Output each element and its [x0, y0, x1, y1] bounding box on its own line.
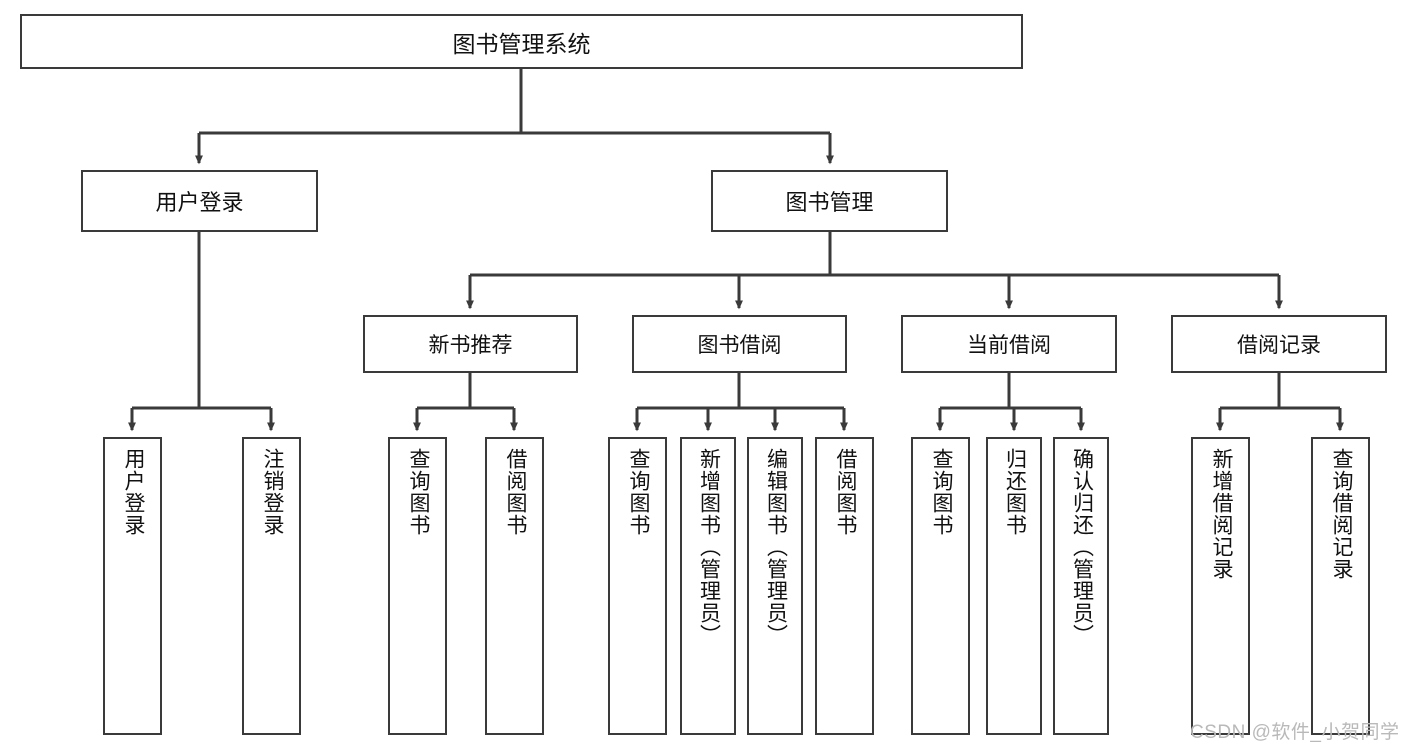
node-leaf-user-logout[interactable]: 注销登录 — [242, 437, 301, 735]
node-leaf-edit-book-label: 编辑图书（管理员） — [764, 448, 788, 646]
node-book-borrow[interactable]: 图书借阅 — [632, 315, 847, 373]
node-root-label: 图书管理系统 — [452, 30, 591, 57]
node-current-borrow-label: 当前借阅 — [967, 334, 1051, 357]
node-leaf-query-book-2-label: 查询图书 — [626, 448, 650, 536]
node-leaf-borrow-book-1-label: 借阅图书 — [503, 448, 527, 536]
node-current-borrow[interactable]: 当前借阅 — [901, 315, 1117, 373]
node-new-book-recommend-label: 新书推荐 — [428, 334, 513, 357]
node-leaf-confirm-return[interactable]: 确认归还（管理员） — [1053, 437, 1109, 735]
node-leaf-user-login[interactable]: 用户登录 — [103, 437, 162, 735]
node-leaf-add-book[interactable]: 新增图书（管理员） — [680, 437, 736, 735]
node-book-manage[interactable]: 图书管理 — [711, 170, 948, 232]
node-borrow-record[interactable]: 借阅记录 — [1171, 315, 1387, 373]
node-root-system[interactable]: 图书管理系统 — [20, 14, 1023, 69]
node-leaf-borrow-book-1[interactable]: 借阅图书 — [485, 437, 544, 735]
node-leaf-borrow-book-2-label: 借阅图书 — [833, 448, 857, 536]
node-borrow-record-label: 借阅记录 — [1237, 334, 1321, 357]
node-leaf-query-book-3-label: 查询图书 — [929, 448, 953, 536]
csdn-watermark: CSDN @软件_小贺同学 — [1190, 722, 1400, 743]
node-leaf-query-book-1[interactable]: 查询图书 — [388, 437, 447, 735]
node-leaf-query-book-2[interactable]: 查询图书 — [608, 437, 667, 735]
node-leaf-borrow-book-2[interactable]: 借阅图书 — [815, 437, 874, 735]
node-book-borrow-label: 图书借阅 — [697, 334, 782, 357]
node-user-login-label: 用户登录 — [155, 190, 244, 215]
node-leaf-query-record-label: 查询借阅记录 — [1329, 448, 1353, 580]
node-leaf-user-login-label: 用户登录 — [121, 448, 145, 536]
node-leaf-query-record[interactable]: 查询借阅记录 — [1311, 437, 1370, 735]
node-new-book-recommend[interactable]: 新书推荐 — [363, 315, 578, 373]
node-book-manage-label: 图书管理 — [785, 190, 874, 215]
node-leaf-edit-book[interactable]: 编辑图书（管理员） — [747, 437, 803, 735]
node-leaf-confirm-return-label: 确认归还（管理员） — [1070, 448, 1094, 646]
node-leaf-query-book-3[interactable]: 查询图书 — [911, 437, 970, 735]
node-leaf-return-book-label: 归还图书 — [1003, 448, 1027, 536]
node-leaf-return-book[interactable]: 归还图书 — [986, 437, 1042, 735]
node-leaf-user-logout-label: 注销登录 — [260, 448, 284, 536]
node-leaf-query-book-1-label: 查询图书 — [406, 448, 430, 536]
node-leaf-add-record[interactable]: 新增借阅记录 — [1191, 437, 1250, 735]
node-user-login[interactable]: 用户登录 — [81, 170, 318, 232]
node-leaf-add-record-label: 新增借阅记录 — [1209, 448, 1233, 580]
node-leaf-add-book-label: 新增图书（管理员） — [697, 448, 721, 646]
